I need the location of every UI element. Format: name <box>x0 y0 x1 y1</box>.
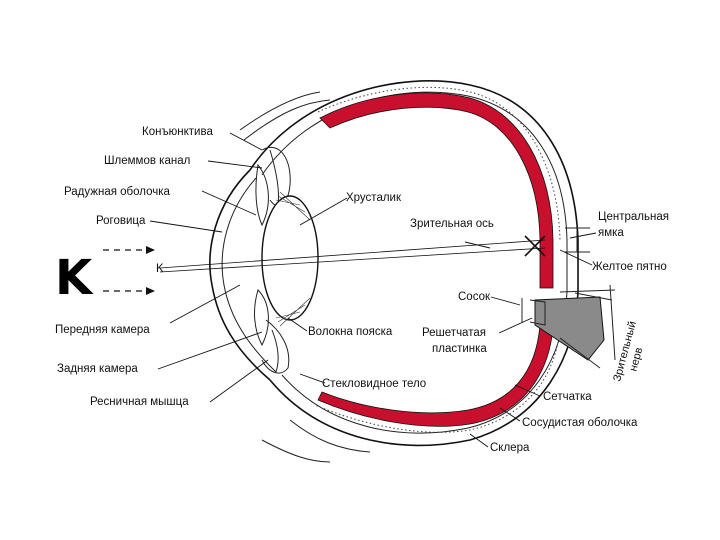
label-posterior-chamber: Задняя камера <box>57 363 138 375</box>
cornea <box>210 170 270 380</box>
label-zonule-fibers: Волокна пояска <box>308 326 393 338</box>
label-lens: Хрусталик <box>346 192 402 204</box>
ciliary-lower <box>262 320 289 373</box>
label-conjunctiva: Конъюнктива <box>142 126 213 138</box>
visual-axis-line <box>160 240 545 268</box>
ray-line <box>160 248 545 272</box>
label-axis-marker: K <box>156 263 164 275</box>
label-central-fovea-1: Центральная <box>598 211 669 223</box>
label-vitreous-body: Стекловидное тело <box>322 378 426 390</box>
label-optic-disc: Сосок <box>458 291 491 303</box>
label-cornea: Роговица <box>96 215 146 227</box>
label-sclera: Склера <box>490 442 530 454</box>
lens <box>262 196 318 320</box>
retina-band-lower <box>318 325 553 426</box>
label-lamina-cribrosa-1: Решетчатая <box>422 327 486 339</box>
label-visual-axis: Зрительная ось <box>410 218 494 230</box>
label-lamina-cribrosa-2: пластинка <box>432 343 487 355</box>
label-choroid: Сосудистая оболочка <box>522 417 638 429</box>
label-yellow-spot: Желтое пятно <box>592 261 667 273</box>
label-object-letter-big: K <box>55 250 94 306</box>
label-anterior-chamber: Передняя камера <box>55 324 150 336</box>
label-ciliary-muscle: Ресничная мышца <box>90 396 189 408</box>
label-iris: Радужная оболочка <box>64 186 171 198</box>
ray-arrowheads <box>146 246 155 295</box>
label-retina: Сетчатка <box>543 391 592 403</box>
leader-lines <box>150 133 596 447</box>
label-central-fovea-2: ямка <box>598 227 624 239</box>
iris-lower <box>255 290 269 345</box>
retina-band <box>320 93 553 288</box>
fovea-bracket <box>565 228 590 252</box>
label-schlemm-canal: Шлеммов канал <box>104 155 190 167</box>
